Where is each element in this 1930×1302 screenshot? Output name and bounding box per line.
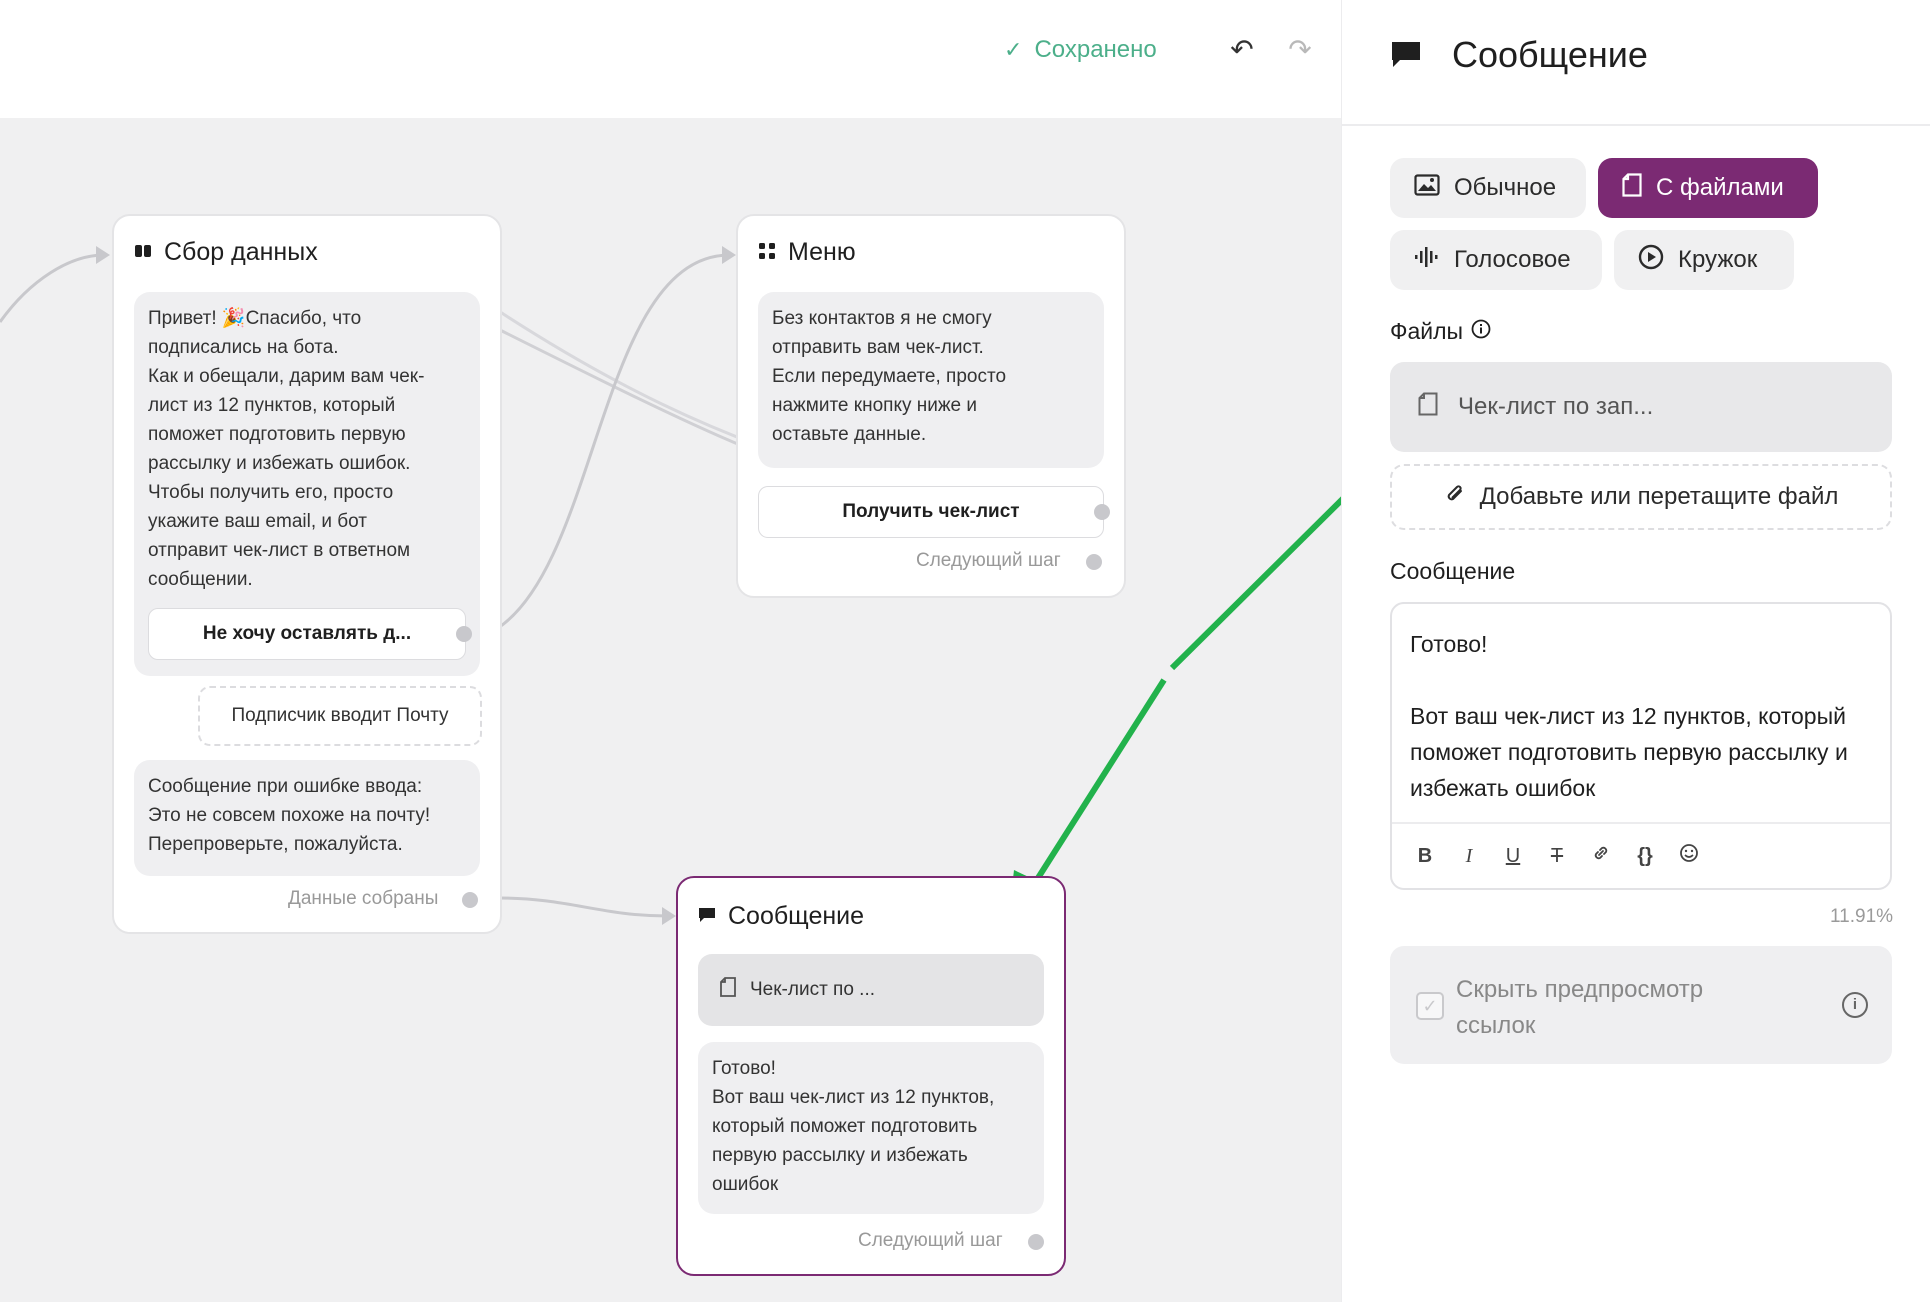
underline-icon[interactable]: U — [1505, 844, 1521, 867]
file-icon — [720, 977, 736, 1003]
properties-panel: Сообщение Обычное С файлами Голосовое Кр… — [1341, 0, 1930, 1302]
message-editor[interactable]: Готово! Вот ваш чек-лист из 12 пунктов, … — [1390, 602, 1892, 890]
next-step-label: Следующий шаг — [916, 550, 1061, 571]
message-bubble: Без контактов я не смогу отправить вам ч… — [758, 292, 1104, 468]
files-label: Файлы — [1390, 318, 1491, 345]
percent-indicator: 11.91% — [1830, 906, 1894, 927]
strikethrough-icon[interactable]: T — [1550, 844, 1564, 867]
output-port[interactable] — [462, 892, 478, 908]
chat-bubble-icon — [1390, 40, 1422, 75]
input-step[interactable]: Подписчик вводит Почту — [198, 686, 482, 746]
node-title: Сообщение — [698, 902, 864, 931]
audio-wave-icon — [1414, 246, 1440, 275]
link-icon[interactable] — [1590, 843, 1612, 869]
add-file-dropzone[interactable]: Добавьте или перетащите файл — [1390, 464, 1892, 530]
node-menu[interactable]: Меню Без контактов я не смогу отправить … — [736, 214, 1126, 598]
image-icon — [1414, 173, 1440, 203]
type-button-regular[interactable]: Обычное — [1390, 158, 1586, 218]
message-bubble: Готово! Вот ваш чек-лист из 12 пунктов, … — [698, 1042, 1044, 1214]
node-title: Сбор данных — [134, 238, 318, 267]
info-icon[interactable]: i — [1842, 992, 1868, 1018]
type-button-voice[interactable]: Голосовое — [1390, 230, 1602, 290]
button-get-checklist[interactable]: Получить чек-лист — [758, 486, 1104, 538]
message-label: Сообщение — [1390, 558, 1516, 584]
hide-preview-checkbox[interactable]: ✓ — [1416, 992, 1444, 1020]
play-circle-icon — [1638, 244, 1664, 277]
type-button-files[interactable]: С файлами — [1598, 158, 1818, 218]
paperclip-icon — [1444, 482, 1466, 513]
error-bubble: Сообщение при ошибке ввода: Это не совсе… — [134, 760, 480, 876]
attached-file[interactable]: Чек-лист по ... — [698, 954, 1044, 1026]
check-icon: ✓ — [1004, 37, 1023, 62]
grid-icon — [758, 238, 776, 267]
message-textarea[interactable]: Готово! Вот ваш чек-лист из 12 пунктов, … — [1410, 631, 1848, 801]
collect-icon — [134, 238, 152, 267]
output-port[interactable] — [1086, 554, 1102, 570]
node-message[interactable]: Сообщение Чек-лист по ... Готово! Вот ва… — [676, 876, 1066, 1276]
panel-title: Сообщение — [1452, 34, 1648, 75]
chat-bubble-icon — [698, 902, 716, 931]
output-port[interactable] — [1028, 1234, 1044, 1250]
next-step-label: Данные собраны — [288, 888, 439, 909]
output-port[interactable] — [456, 626, 472, 642]
hide-link-preview-option[interactable]: ✓ Скрыть предпросмотр ссылок i — [1390, 946, 1892, 1064]
panel-header: Сообщение — [1342, 0, 1930, 126]
code-braces-icon[interactable]: {} — [1637, 844, 1653, 867]
button-decline[interactable]: Не хочу оставлять д... — [148, 608, 466, 660]
file-icon — [1418, 392, 1438, 423]
italic-icon[interactable]: I — [1465, 844, 1473, 867]
file-icon — [1622, 172, 1642, 204]
type-button-circle[interactable]: Кружок — [1614, 230, 1794, 290]
next-step-label: Следующий шаг — [858, 1230, 1003, 1251]
node-collect-data[interactable]: Сбор данных Привет! 🎉Спасибо, что подпис… — [112, 214, 502, 934]
node-title: Меню — [758, 238, 856, 267]
format-toolbar: B I U T {} — [1392, 822, 1890, 888]
emoji-icon[interactable] — [1678, 843, 1700, 869]
hide-preview-label: Скрыть предпросмотр ссылок — [1456, 976, 1704, 1039]
info-icon[interactable] — [1471, 318, 1491, 345]
bold-icon[interactable]: B — [1417, 844, 1433, 867]
top-bar: ✓ Сохранено ↶ ↷ — [0, 0, 1341, 118]
undo-icon[interactable]: ↶ — [1230, 34, 1254, 65]
saved-status: ✓ Сохранено — [1004, 36, 1157, 64]
attached-file[interactable]: Чек-лист по зап... — [1390, 362, 1892, 452]
saved-label: Сохранено — [1034, 36, 1157, 63]
redo-icon[interactable]: ↷ — [1288, 34, 1312, 65]
output-port[interactable] — [1094, 504, 1110, 520]
